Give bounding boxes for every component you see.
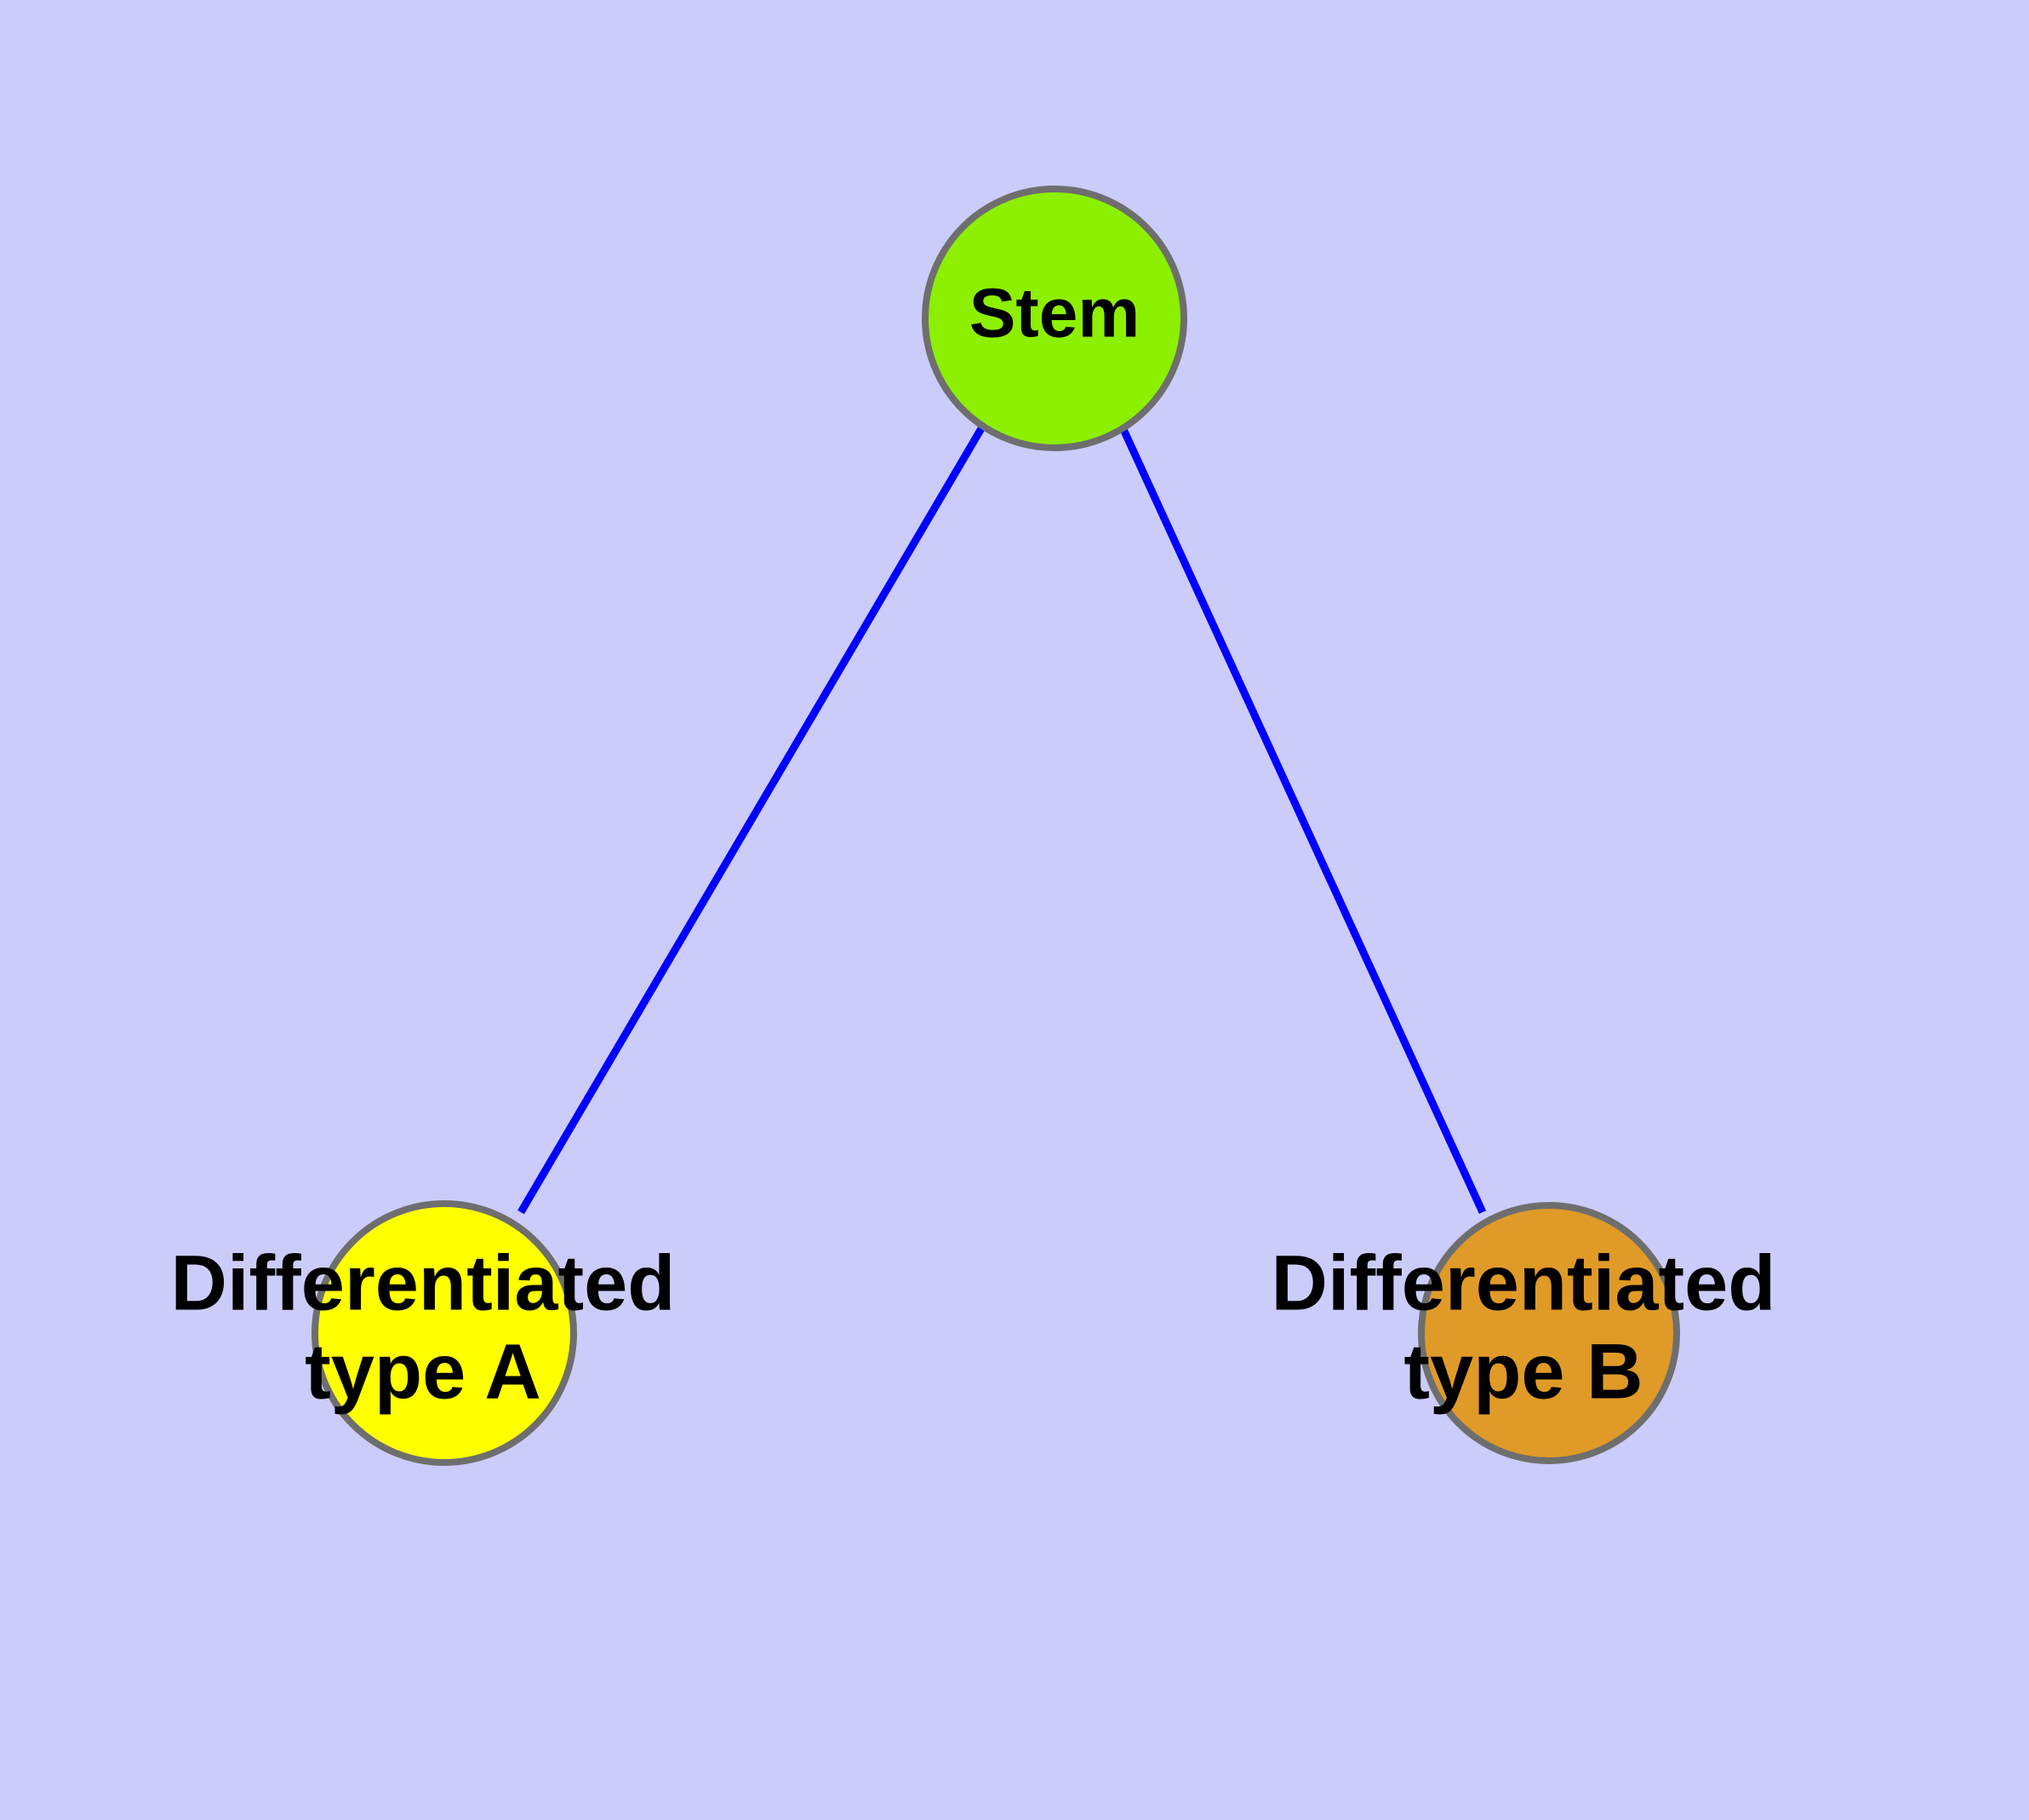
- node-label-diff_a-line-2: type A: [305, 1328, 541, 1415]
- edges-group: [517, 423, 1487, 1215]
- edge-stem-to-diff-b[interactable]: [1117, 424, 1487, 1214]
- node-circle-stem[interactable]: [922, 186, 1187, 451]
- node-label-stem: Stem: [969, 275, 1140, 352]
- node-label-diff_a-line-1: Differentiated: [171, 1239, 676, 1326]
- node-label-diff_b-line-2: type B: [1403, 1328, 1643, 1415]
- node-circle-diff_b[interactable]: [1418, 1202, 1680, 1464]
- node-stem[interactable]: Stem: [922, 186, 1187, 451]
- node-circle-diff_a[interactable]: [311, 1200, 577, 1466]
- node-label-diff_b-line-1: Differentiated: [1272, 1239, 1776, 1326]
- edge-stem-to-diff-a[interactable]: [517, 423, 986, 1215]
